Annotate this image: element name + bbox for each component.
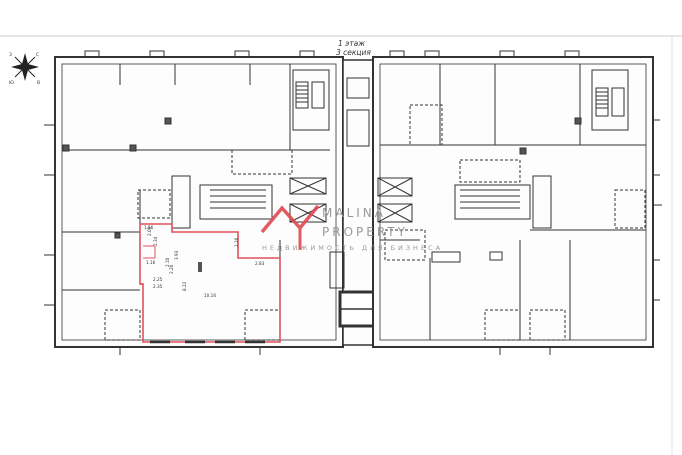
dim-10: 8.22 <box>182 281 187 291</box>
brand-name-line2: PROPERTY <box>322 225 408 239</box>
dim-6: 1.16 <box>146 260 156 265</box>
dim-11: 10.16 <box>204 293 216 298</box>
svg-text:В: В <box>37 80 40 86</box>
compass-icon: С З Ю В <box>9 52 40 86</box>
dim-4: 3.93 <box>174 250 179 260</box>
svg-text:Ю: Ю <box>9 80 14 86</box>
dim-9: 2.35 <box>153 284 163 289</box>
left-block <box>54 50 344 348</box>
brand-logo-icon <box>260 204 320 250</box>
left-facade-ticks <box>44 124 261 355</box>
dim-1: 1.56 <box>144 225 154 230</box>
dim-2: 2.09 <box>147 226 152 236</box>
unit-dimensions: 1.56 2.09 2.34 3.93 2.10 1.16 2.20 2.25 … <box>144 225 265 298</box>
dim-3: 2.34 <box>153 236 158 246</box>
dim-12: 2.83 <box>255 261 265 266</box>
floor-label: 1 этаж <box>338 39 365 48</box>
brand-tagline: НЕДВИЖИМОСТЬ ДЛЯ БИЗНЕСА <box>262 244 443 252</box>
right-facade-ticks <box>499 119 662 355</box>
svg-text:З: З <box>9 52 12 58</box>
dim-13: 2.10 <box>234 237 239 247</box>
section-label: 3 секция <box>336 48 371 57</box>
svg-text:С: С <box>36 52 39 58</box>
dim-5: 2.10 <box>165 257 170 267</box>
dim-8: 2.25 <box>153 277 163 282</box>
highlighted-unit <box>139 223 281 344</box>
dim-7: 2.20 <box>169 264 174 274</box>
right-block <box>372 50 654 348</box>
brand-name-line1: MALINA <box>322 206 386 220</box>
